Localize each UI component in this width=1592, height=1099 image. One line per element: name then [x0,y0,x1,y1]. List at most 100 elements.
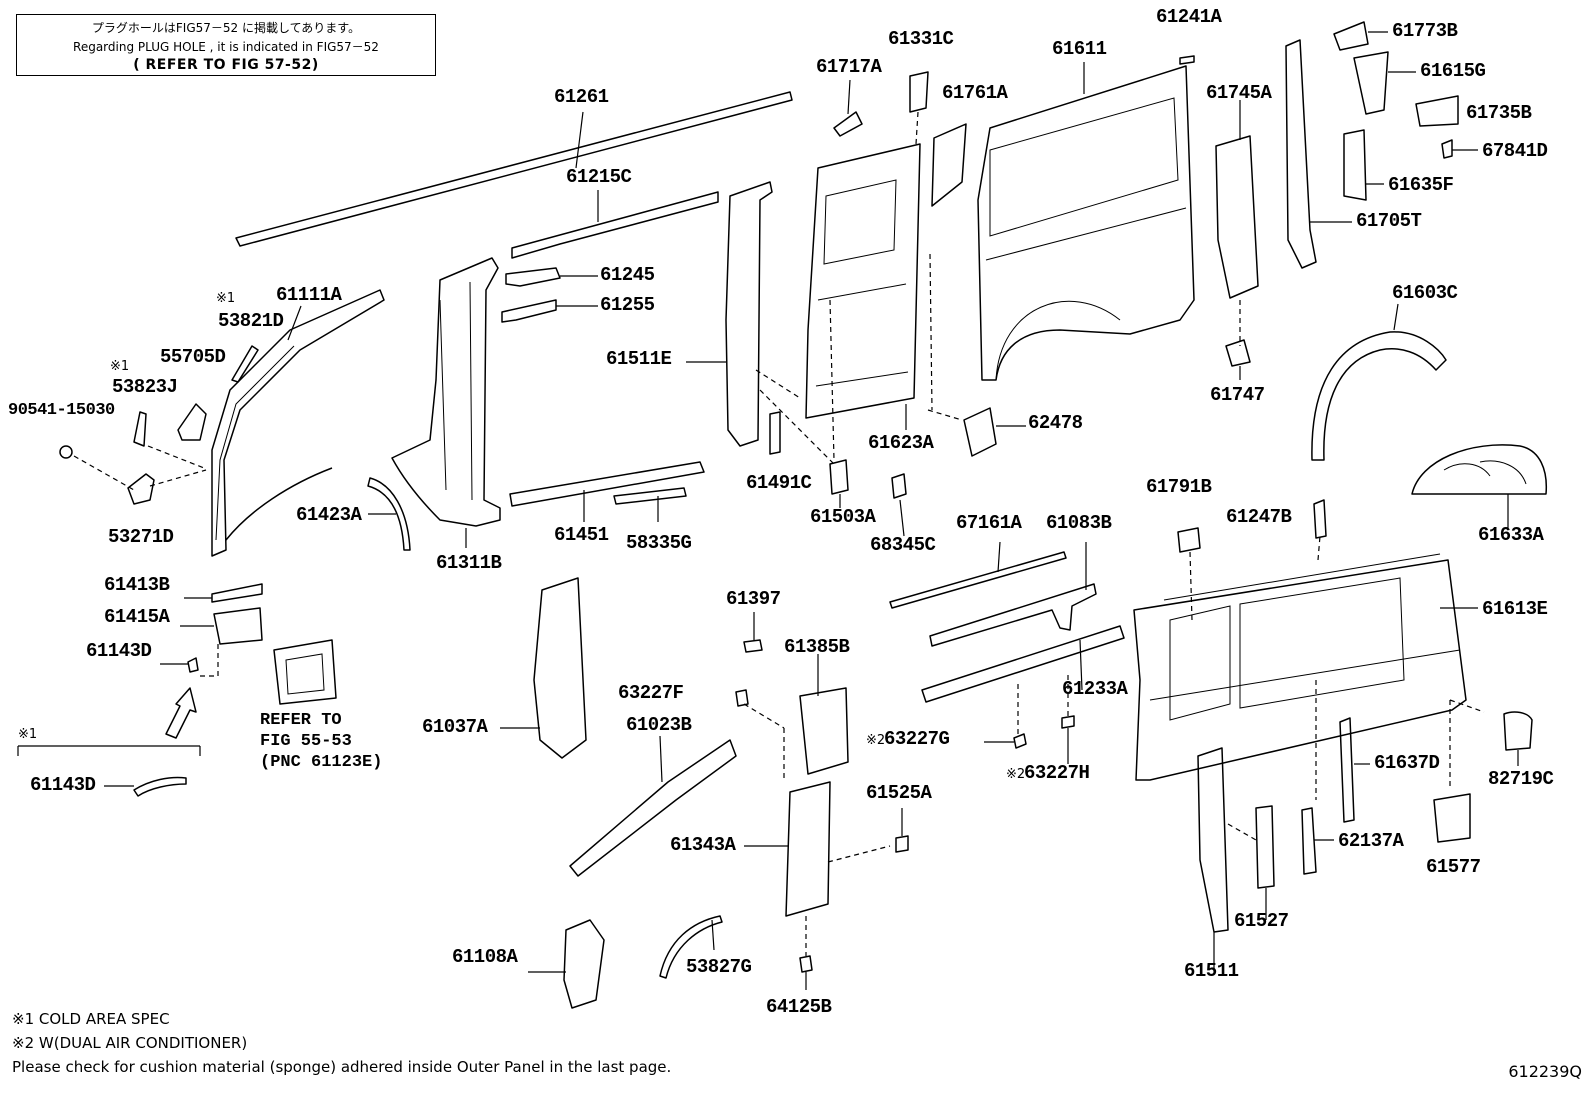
part-61255-drawing [501,299,557,323]
label-61331C[interactable]: 61331C [888,28,954,50]
label-53271D[interactable]: 53271D [108,526,174,548]
notice-reference-link[interactable]: ( REFER TO FIG 57-52) [133,57,319,73]
label-61791B[interactable]: 61791B [1146,476,1212,498]
label-61215C[interactable]: 61215C [566,166,632,188]
label-61233A[interactable]: 61233A [1062,678,1128,700]
label-64125B[interactable]: 64125B [766,996,832,1018]
label-53827G[interactable]: 53827G [686,956,752,978]
part-61143D-b-drawing [133,776,187,797]
label-61527[interactable]: 61527 [1234,910,1289,932]
figure-code: 612239Q [1508,1062,1582,1081]
refer-fig-55-53[interactable]: REFER TO FIG 55-53 (PNC 61123E) [260,710,382,773]
label-61423A[interactable]: 61423A [296,504,362,526]
part-61451-drawing [509,461,705,507]
label-61037A[interactable]: 61037A [422,716,488,738]
part-55705D-drawing [177,403,207,441]
part-61413B-drawing [211,583,263,603]
label-55705D[interactable]: 55705D [160,346,226,368]
label-61111A[interactable]: 61111A [276,284,342,306]
cold-area-marker: ※1 [110,359,130,374]
part-61527-drawing [1255,805,1275,889]
label-61623A[interactable]: 61623A [868,432,934,454]
label-61413B[interactable]: 61413B [104,574,170,596]
label-67841D[interactable]: 67841D [1482,140,1548,162]
part-61623A-drawing [805,143,963,461]
cold-area-bracket [17,745,201,756]
label-61385B[interactable]: 61385B [784,636,850,658]
label-61613E[interactable]: 61613E [1482,598,1548,620]
label-61511[interactable]: 61511 [1184,960,1239,982]
part-62137A-drawing [1301,807,1317,875]
label-61705T[interactable]: 61705T [1356,210,1422,232]
part-61791B-drawing [1177,527,1201,553]
label-61397[interactable]: 61397 [726,588,781,610]
label-61247B[interactable]: 61247B [1226,506,1292,528]
label-61503A[interactable]: 61503A [810,506,876,528]
label-61143D[interactable]: 61143D [86,640,152,662]
refer-line-2: FIG 55-53 [260,732,352,751]
label-62478[interactable]: 62478 [1028,412,1083,434]
label-62137A[interactable]: 62137A [1338,830,1404,852]
label-61343A[interactable]: 61343A [670,834,736,856]
label-63227H[interactable]: 63227H [1024,762,1090,784]
label-61261[interactable]: 61261 [554,86,609,108]
part-61233A-drawing [921,625,1125,703]
part-61023B-drawing [569,739,737,877]
part-82719C-drawing [1503,711,1533,751]
label-53821D[interactable]: 53821D [218,310,284,332]
part-61311B-drawing [391,257,501,548]
label-90541-15030[interactable]: 90541-15030 [8,401,115,420]
label-63227G[interactable]: 63227G [884,728,950,750]
label-61108A[interactable]: 61108A [452,946,518,968]
label-61745A[interactable]: 61745A [1206,82,1272,104]
part-61123E-drawing [273,639,337,705]
label-61415A[interactable]: 61415A [104,606,170,628]
label-67161A[interactable]: 67161A [956,512,1022,534]
label-82719C[interactable]: 82719C [1488,768,1554,790]
notice-english: Regarding PLUG HOLE , it is indicated in… [73,40,379,54]
part-61635F-drawing [1343,129,1367,201]
part-61083B-drawing [929,583,1097,647]
label-61023B[interactable]: 61023B [626,714,692,736]
label-61083B[interactable]: 61083B [1046,512,1112,534]
part-61215C-drawing [511,190,719,259]
part-53827G-drawing [659,915,723,979]
label-61255[interactable]: 61255 [600,294,655,316]
label-61633A[interactable]: 61633A [1478,524,1544,546]
label-61735B[interactable]: 61735B [1466,102,1532,124]
part-61415A-drawing [213,607,263,645]
part-61637D-drawing [1339,717,1355,823]
label-63227F[interactable]: 63227F [618,682,684,704]
label-61635F[interactable]: 61635F [1388,174,1454,196]
label-61761A[interactable]: 61761A [942,82,1008,104]
label-61747[interactable]: 61747 [1210,384,1265,406]
label-61773B[interactable]: 61773B [1392,20,1458,42]
direction-arrow [165,687,197,739]
label-53823J[interactable]: 53823J [112,376,178,398]
part-61037A-drawing [533,577,587,759]
label-61637D[interactable]: 61637D [1374,752,1440,774]
label-61451[interactable]: 61451 [554,524,609,546]
label-61491C[interactable]: 61491C [746,472,812,494]
label-68345C[interactable]: 68345C [870,534,936,556]
label-61311B[interactable]: 61311B [436,552,502,574]
label-61611[interactable]: 61611 [1052,38,1107,60]
label-61577[interactable]: 61577 [1426,856,1481,878]
part-61385B-drawing [799,687,849,775]
label-61245[interactable]: 61245 [600,264,655,286]
part-61108A-drawing [563,919,605,1009]
label-61717A[interactable]: 61717A [816,56,882,78]
label-61511E[interactable]: 61511E [606,348,672,370]
part-61261-drawing [235,91,793,247]
label-61525A[interactable]: 61525A [866,782,932,804]
part-61491C-drawing [769,411,781,455]
part-61511-drawing [1197,747,1229,933]
part-53271D-drawing [127,473,155,505]
label-58335G[interactable]: 58335G [626,532,692,554]
part-61423A-drawing [367,477,411,551]
label-61603C[interactable]: 61603C [1392,282,1458,304]
label-61241A[interactable]: 61241A [1156,6,1222,28]
part-61111A-drawing [211,289,385,557]
label-61615G[interactable]: 61615G [1420,60,1486,82]
label-61143D-cold[interactable]: 61143D [30,774,96,796]
